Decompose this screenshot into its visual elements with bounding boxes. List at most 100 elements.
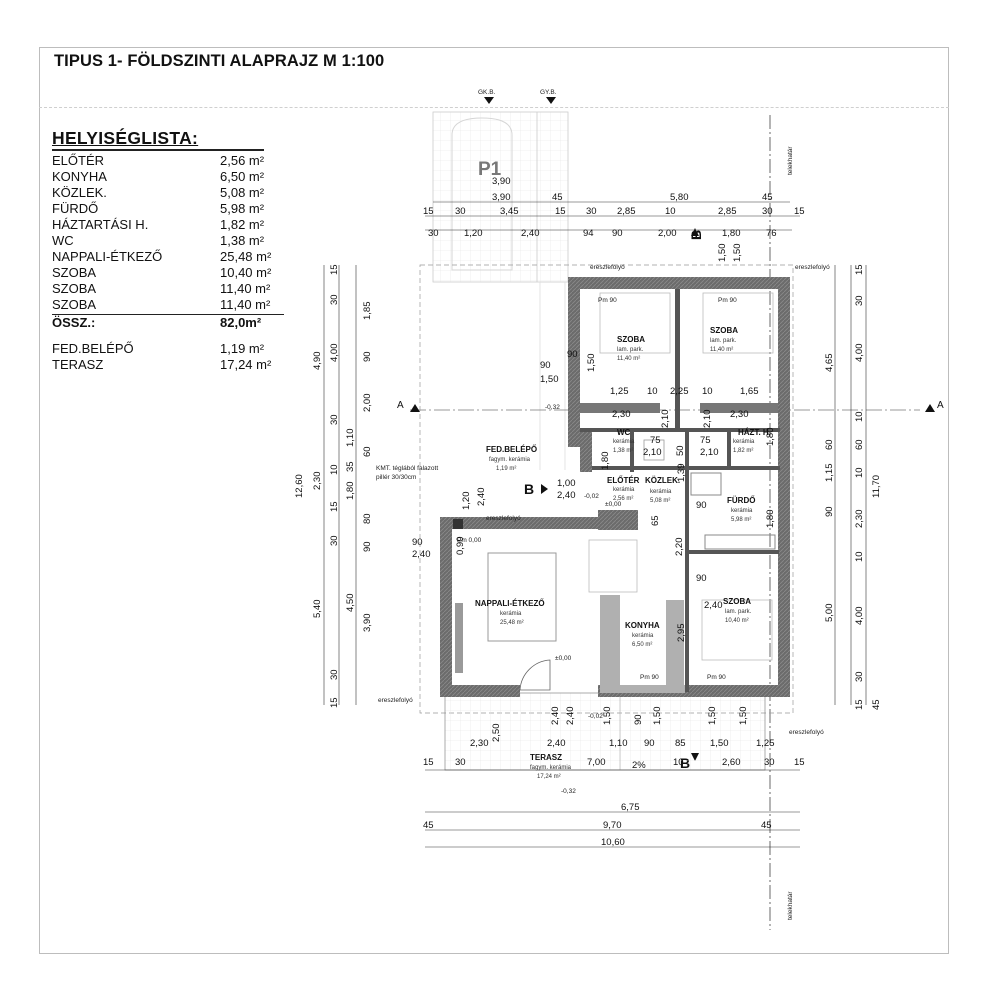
section-b-label: B (688, 230, 704, 240)
level-zero: ±0,00 (605, 501, 622, 508)
dim-label: 15 (555, 206, 566, 217)
dim-label: 11,70 (871, 475, 882, 498)
dim-label: 15 (794, 757, 805, 768)
dim-label: 90 (633, 714, 644, 725)
gutter-label: ereszlefolyó (590, 264, 625, 271)
dim-label: 3,45 (500, 206, 519, 217)
dim-label: 4,90 (312, 352, 323, 371)
dim-label: 15 (329, 697, 340, 708)
room-name: SZOBA (52, 281, 97, 296)
room-konyha: KONYHA kerámia 6,50 m² (625, 621, 660, 648)
dim-label: 2,25 (670, 386, 689, 397)
dim-label: 45 (871, 699, 882, 710)
room-list-rule (52, 149, 264, 151)
room-finish: lam. park. (617, 347, 644, 353)
room-area: 11,40 m² (220, 297, 271, 312)
room-label: SZOBA (723, 597, 751, 606)
dim-label: 15 (854, 264, 865, 275)
dim-label: 1,10 (609, 738, 628, 749)
dim-label: 5,40 (312, 600, 323, 619)
dim-label: 90 (540, 360, 551, 371)
sheet-title: TIPUS 1- FÖLDSZINTI ALAPRAJZ M 1:100 (54, 52, 385, 70)
dim-label: 90 (696, 500, 707, 511)
level-minus002: -0,02 (588, 713, 603, 720)
room-wc: WC kerámia 1,38 m² (613, 428, 635, 454)
property-line: telekhatár telekhatár (769, 115, 794, 930)
room-area: 6,50 m² (220, 169, 265, 184)
dim-label: 76 (766, 228, 777, 239)
room-finish: lam. park. (710, 338, 737, 344)
room-label: SZOBA (710, 326, 738, 335)
room-finish: kerámia (613, 487, 635, 493)
room-area: 10,40 m² (220, 265, 272, 280)
dim-label: 5,80 (670, 192, 689, 203)
room-szoba-nw: SZOBA lam. park. 11,40 m² (617, 335, 645, 362)
dim-label: 1,80 (722, 228, 741, 239)
dim-label: 30 (586, 206, 597, 217)
dim-label: 1,00 (557, 478, 576, 489)
dim-label: 2,40 (547, 738, 566, 749)
dim-label: 15 (423, 206, 434, 217)
dim-label: 10 (854, 467, 865, 478)
room-area: 1,38 m² (220, 233, 265, 248)
parapet-label: Pm 90 (598, 297, 617, 304)
dimension-lines (323, 201, 867, 848)
dim-label: 30 (854, 671, 865, 682)
dim-label: 2,40 (550, 707, 561, 726)
dim-label: 2,20 (674, 538, 685, 557)
room-name: NAPPALI-ÉTKEZŐ (52, 249, 163, 264)
room-finish: kerámia (733, 439, 755, 445)
dim-label: 15 (329, 501, 340, 512)
dim-label: 1,50 (710, 738, 729, 749)
dim-label: 90 (824, 506, 835, 517)
dim-label: 1,50 (738, 707, 749, 726)
room-name: HÁZTARTÁSI H. (52, 217, 149, 232)
dim-label: 60 (362, 446, 373, 457)
room-label: ELŐTÉR (607, 476, 640, 485)
dimensions-left: 12,60 4,90 2,30 5,40 15 30 4,00 30 10 1,… (294, 264, 373, 708)
terrace-outline (419, 264, 794, 771)
dim-label: 2,40 (565, 707, 576, 726)
dim-label: 1,50 (586, 354, 597, 373)
dimensions-interior: 1,25 10 2,25 10 1,65 2,30 2,30 1,80 1,80… (412, 244, 776, 743)
dim-label: 2,60 (722, 757, 741, 768)
room-name: KÖZLEK. (52, 185, 107, 200)
dim-label: 2,30 (470, 738, 489, 749)
slope-label: 2% (632, 760, 646, 771)
room-finish: kerámia (500, 611, 522, 617)
dim-label: 45 (761, 820, 772, 831)
dim-label: 90 (412, 537, 423, 548)
room-area-tag: 17,24 m² (537, 774, 561, 780)
room-area: 2,56 m² (220, 153, 265, 168)
dim-label: 1,85 (362, 302, 373, 321)
pillar-note: pillér 30/30cm (376, 474, 416, 481)
dim-label: 1,80 (765, 428, 776, 447)
dim-label: 45 (423, 820, 434, 831)
dim-label: 94 (583, 228, 594, 239)
dim-label: 2,40 (704, 600, 723, 611)
dim-label: 2,10 (660, 410, 671, 429)
room-area: 5,08 m² (220, 185, 265, 200)
dim-label: 90 (644, 738, 655, 749)
dim-label: 2,30 (612, 409, 631, 420)
dim-label: 1,25 (756, 738, 775, 749)
dim-label: 90 (696, 573, 707, 584)
dim-label: 30 (428, 228, 439, 239)
room-fed-belepo: FED.BELÉPŐ fagym. kerámia 1,19 m² (486, 445, 537, 472)
room-finish: fagym. kerámia (530, 765, 572, 771)
dim-label: 15 (423, 757, 434, 768)
dim-label: 2,00 (362, 394, 373, 413)
room-finish: kerámia (613, 439, 635, 445)
dim-label: 90 (567, 349, 578, 360)
gutter-label: ereszlefolyó (789, 729, 824, 736)
property-line-label: telekhatár (787, 891, 794, 920)
dim-label: 1,80 (345, 482, 356, 501)
dim-label: 1,20 (461, 492, 472, 511)
level-minus032: -0,32 (545, 404, 560, 411)
dim-label: 1,50 (652, 707, 663, 726)
parapet-label: Pm 90 (640, 674, 659, 681)
room-list-heading: HELYISÉGLISTA: (52, 128, 199, 148)
